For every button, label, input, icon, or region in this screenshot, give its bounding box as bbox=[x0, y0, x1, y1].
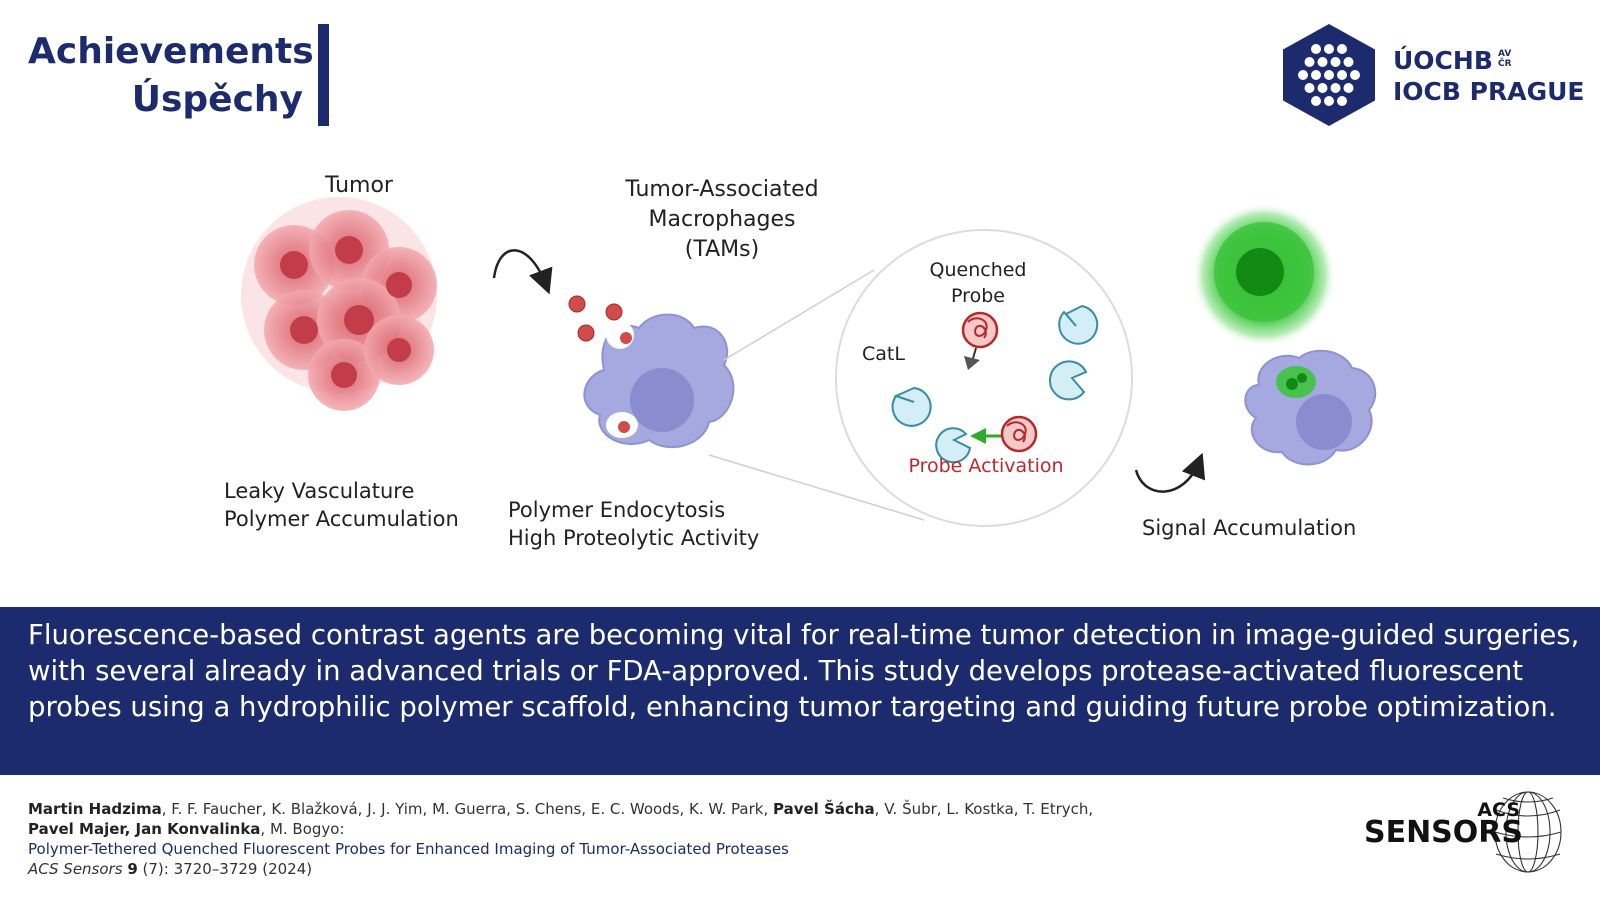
logo-dot bbox=[1337, 70, 1347, 80]
tams-label-line1: Tumor-Associated bbox=[624, 177, 818, 202]
paper-title[interactable]: Polymer-Tethered Quenched Fluorescent Pr… bbox=[28, 840, 789, 858]
summary-text: Fluorescence-based contrast agents are b… bbox=[28, 619, 1580, 723]
acs-sensors-logo: ACS SENSORS bbox=[1364, 791, 1562, 873]
logo-dot bbox=[1311, 44, 1321, 54]
tumor-cluster bbox=[241, 197, 437, 411]
journal-pages: (7): 3720–3729 (2024) bbox=[137, 860, 313, 878]
logo-dot bbox=[1324, 70, 1334, 80]
quenched-probe-label-line1: Quenched bbox=[930, 259, 1027, 281]
logo-dot bbox=[1350, 70, 1360, 80]
labeled-macrophage-cell bbox=[1244, 349, 1377, 466]
leaky-vasculature-label: Leaky Vasculature bbox=[224, 479, 414, 503]
institution-name: ÚOCHB IOCB PRAGUE bbox=[1393, 45, 1584, 107]
author-highlight: Martin Hadzima bbox=[28, 800, 162, 818]
logo-dot bbox=[1324, 44, 1334, 54]
quenched-probe-icon bbox=[961, 311, 999, 370]
tams-label-line3: (TAMs) bbox=[685, 237, 759, 262]
summary-band: Fluorescence-based contrast agents are b… bbox=[0, 607, 1600, 775]
proteolytic-activity-label: High Proteolytic Activity bbox=[508, 526, 759, 550]
avcr-badge: AV ČR bbox=[1498, 49, 1512, 69]
signal-accumulation-label: Signal Accumulation bbox=[1142, 516, 1356, 540]
title-accent-bar bbox=[318, 24, 329, 126]
logo-dot bbox=[1304, 57, 1315, 67]
logo-dot bbox=[1337, 96, 1347, 106]
author-highlight: Pavel Šácha bbox=[773, 800, 875, 818]
logo-dot bbox=[1298, 70, 1308, 80]
logo-dot bbox=[1317, 57, 1328, 67]
probe-activation-label: Probe Activation bbox=[908, 455, 1063, 477]
enzyme-icon bbox=[1058, 304, 1099, 345]
avcr-badge-line1: AV bbox=[1498, 49, 1512, 59]
logo-dot bbox=[1304, 83, 1315, 93]
logo-dot bbox=[1324, 96, 1334, 106]
logo-dot bbox=[1337, 44, 1347, 54]
slide-title: Achievements Úspěchy bbox=[28, 28, 314, 124]
tumor-label: Tumor bbox=[324, 173, 394, 198]
journal-logo-small: ACS bbox=[1477, 799, 1520, 821]
logo-dot bbox=[1343, 83, 1354, 93]
curved-arrow-icon bbox=[492, 249, 553, 295]
enzyme-icon bbox=[935, 427, 972, 464]
logo-dot bbox=[1317, 83, 1328, 93]
citation-authors-cont: Pavel Majer, Jan Konvalinka, M. Bogyo: bbox=[28, 819, 1268, 839]
avcr-badge-line2: ČR bbox=[1498, 59, 1512, 69]
journal-reference: ACS Sensors 9 (7): 3720–3729 (2024) bbox=[28, 859, 1268, 879]
tams-label-line2: Macrophages bbox=[649, 207, 796, 232]
enzyme-icon bbox=[891, 386, 932, 427]
author-list: , F. F. Faucher, K. Blažková, J. J. Yim,… bbox=[161, 800, 774, 818]
logo-dot bbox=[1311, 96, 1321, 106]
logo-dot bbox=[1311, 70, 1321, 80]
title-english: Achievements bbox=[28, 31, 314, 72]
cathepsin-enzyme-icons bbox=[891, 304, 1099, 464]
iocb-logo-icon bbox=[1283, 24, 1375, 126]
activated-probe-icon bbox=[970, 415, 1038, 453]
globe-mesh-icon bbox=[1494, 791, 1562, 873]
macrophage-cell bbox=[583, 313, 735, 449]
polymer-accumulation-label: Polymer Accumulation bbox=[224, 507, 459, 531]
logo-dot bbox=[1343, 57, 1354, 67]
title-czech: Úspěchy bbox=[131, 79, 303, 120]
logo-dot bbox=[1330, 57, 1341, 67]
author-list: , V. Šubr, L. Kostka, T. Etrych, bbox=[874, 800, 1094, 818]
journal-name: ACS Sensors bbox=[28, 860, 123, 878]
institution-line1: ÚOCHB bbox=[1393, 46, 1493, 75]
author-list: , M. Bogyo: bbox=[260, 820, 345, 838]
institution-line2: IOCB PRAGUE bbox=[1393, 77, 1585, 106]
quenched-probe-label-line2: Probe bbox=[951, 285, 1005, 307]
graphical-abstract-figure: Tumor Leaky Vasculature Polymer Accumula… bbox=[224, 173, 1377, 550]
journal-volume: 9 bbox=[127, 860, 138, 878]
journal-logo-big: SENSORS bbox=[1364, 815, 1523, 850]
logo-dot bbox=[1330, 83, 1341, 93]
fluorescent-tumor-cell bbox=[1192, 203, 1336, 347]
catl-label: CatL bbox=[862, 343, 905, 365]
citation-authors: Martin Hadzima, F. F. Faucher, K. Blažko… bbox=[28, 799, 1268, 819]
curved-arrow-icon bbox=[1134, 452, 1206, 493]
enzyme-icon bbox=[1049, 360, 1088, 401]
endocytosis-label: Polymer Endocytosis bbox=[508, 498, 725, 522]
citation: Martin Hadzima, F. F. Faucher, K. Blažko… bbox=[28, 799, 1268, 879]
zoom-inset-circle bbox=[835, 229, 1133, 527]
author-highlight: Pavel Majer, Jan Konvalinka bbox=[28, 820, 261, 838]
